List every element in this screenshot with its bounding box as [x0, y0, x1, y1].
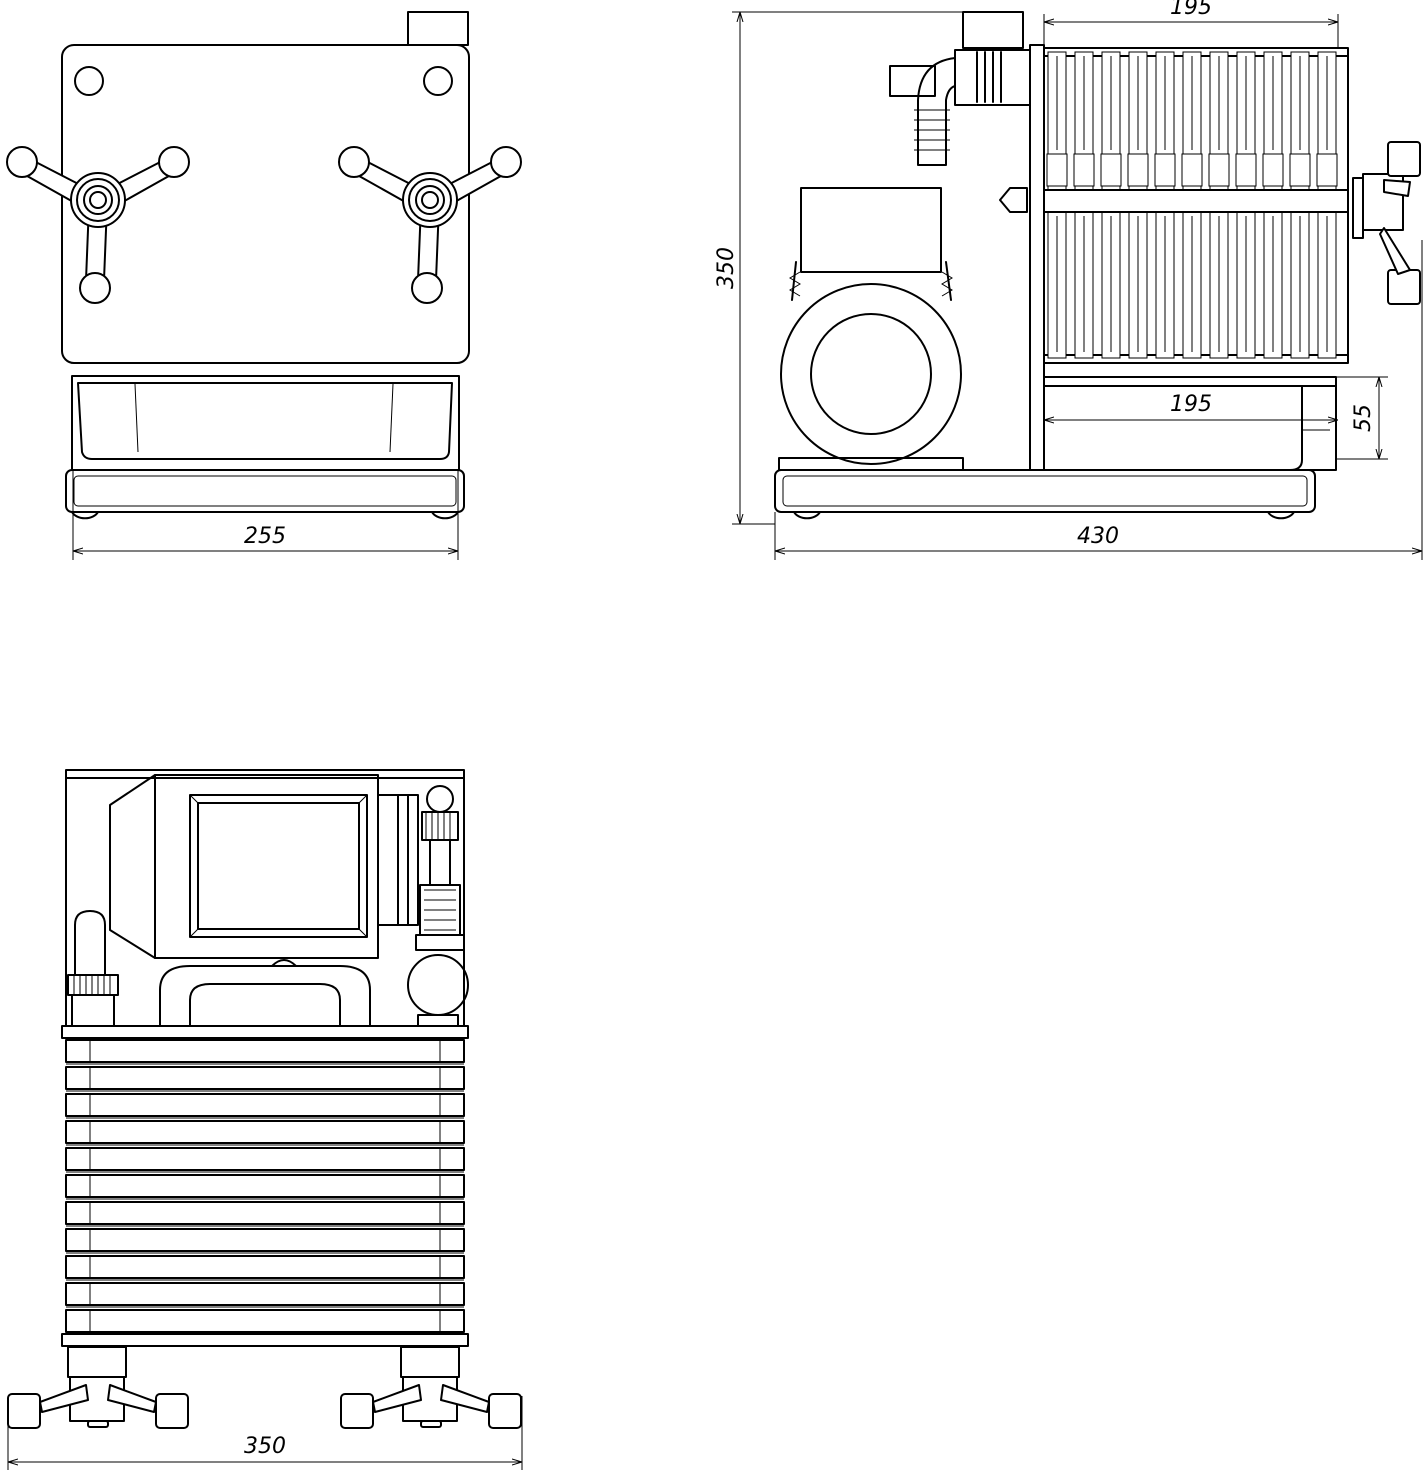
dimension-side-top-width: 195 — [1043, 0, 1339, 48]
dimension-label: 350 — [714, 247, 739, 289]
filter-plate — [65, 1255, 465, 1281]
dimension-label: 255 — [244, 524, 286, 549]
filter-plate — [65, 1120, 465, 1146]
top-view — [7, 769, 522, 1429]
dimension-top-total-width: 350 — [7, 1396, 523, 1470]
dimension-side-height: 350 — [714, 11, 963, 525]
filter-plate — [65, 1201, 465, 1227]
star-knob-icon — [7, 1346, 189, 1429]
dimension-side-tray-width: 195 — [1044, 392, 1338, 420]
filter-plate — [65, 1093, 465, 1119]
star-knob-icon — [340, 1346, 522, 1429]
dimension-label: 55 — [1351, 404, 1376, 432]
filter-plates-top — [65, 1039, 465, 1335]
dimension-label: 350 — [244, 1434, 286, 1459]
filter-plate — [65, 1039, 465, 1065]
dimension-side-total-length: 430 — [774, 240, 1423, 560]
dimension-side-tray-height: 55 — [1336, 376, 1388, 460]
filter-plate — [65, 1282, 465, 1308]
filter-plate — [65, 1228, 465, 1254]
dimension-label: 430 — [1077, 524, 1119, 549]
filter-plate — [65, 1066, 465, 1092]
star-knob-icon — [6, 146, 190, 304]
front-view — [6, 11, 522, 520]
side-view — [774, 11, 1421, 520]
filter-plate — [65, 1309, 465, 1335]
dimension-label: 195 — [1170, 392, 1212, 417]
dimension-label: 195 — [1170, 0, 1212, 20]
star-knob-icon — [338, 146, 522, 304]
dimension-front-width: 255 — [72, 470, 459, 560]
filter-plate — [65, 1174, 465, 1200]
filter-plate — [65, 1147, 465, 1173]
